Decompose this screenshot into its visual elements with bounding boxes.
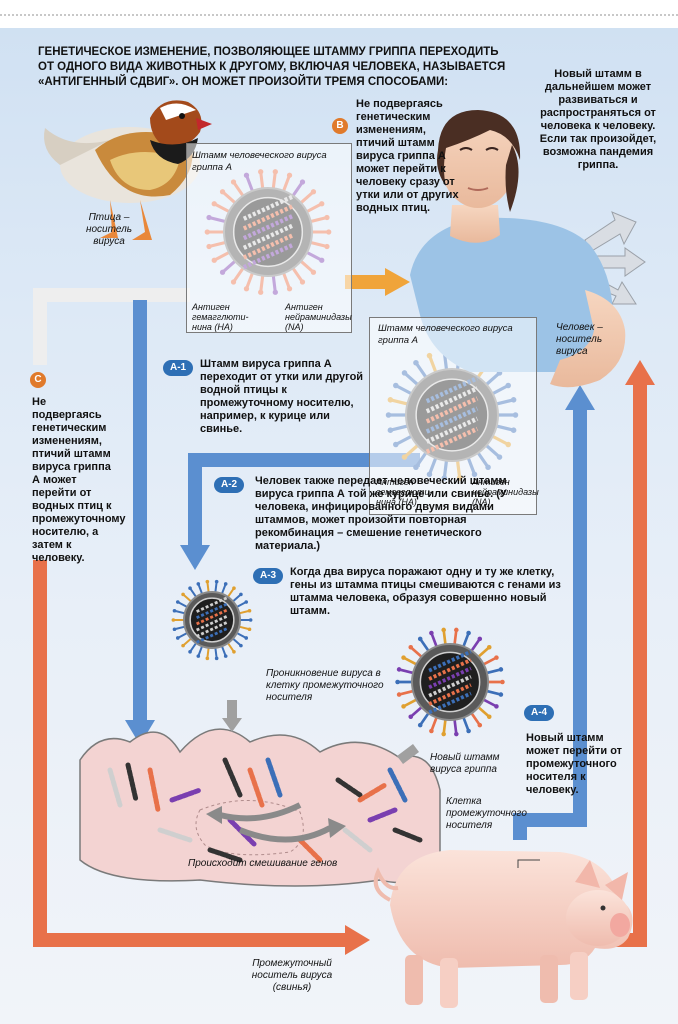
text-a3: Когда два вируса поражают одну и ту же к…	[290, 566, 561, 617]
caption-ha-mid: Антиген гемагглюти- нина (HA)	[376, 477, 433, 507]
text-b: Не подвергаясь генетическим изменениям, …	[356, 98, 459, 214]
caption-virus-top: Штамм человеческого вируса гриппа А	[192, 150, 327, 173]
badge-a1: A-1	[163, 360, 194, 376]
arrow-b-head	[385, 268, 410, 296]
arrow-a2-path	[188, 453, 420, 545]
caption-bird: Птица – носитель вируса	[85, 212, 133, 247]
caption-na-top: Антиген нейраминидазы (NA)	[285, 302, 352, 332]
arrow-a4-path	[513, 410, 587, 840]
text-a4: Новый штамм может перейти от промежуточн…	[526, 732, 623, 796]
text-a1: Штамм вируса гриппа А переходит от утки …	[200, 358, 364, 435]
arrow-pig-to-human	[600, 385, 647, 947]
mixing-arrow-right	[238, 825, 332, 843]
arrow-c-head	[345, 925, 370, 955]
arrow-a1-head	[125, 720, 155, 745]
badge-c: C	[30, 372, 46, 388]
virus-mid-box	[369, 317, 537, 515]
caption-human: Человек – носитель вируса	[556, 322, 603, 357]
virus-entering	[171, 579, 253, 661]
top-strip	[0, 0, 678, 28]
arrow-pig-to-human-head	[625, 360, 655, 385]
gene-segments	[107, 757, 423, 863]
caption-penetration: Проникновение вируса в клетку промежуточ…	[266, 668, 384, 703]
badge-a4: A-4	[524, 705, 555, 721]
arrow-a2-head	[180, 545, 210, 570]
caption-mixing: Происходит смешивание генов	[188, 858, 338, 869]
badge-a2: A-2	[214, 477, 245, 493]
text-c: Не подвергаясь генетическим изменениям, …	[32, 396, 126, 564]
virus-new	[395, 627, 505, 737]
heading: Генетическое изменение, позволяющее штам…	[38, 46, 506, 88]
caption-ha-top: Антиген гемагглюти- нина (HA)	[192, 302, 249, 332]
text-a2: Человек также передает человеческий штам…	[255, 475, 507, 552]
caption-na-mid: Антиген нейраминидазы (NA)	[472, 477, 539, 507]
arrow-c-path	[33, 288, 190, 365]
caption-new-strain: Новый штамм вируса гриппа	[430, 752, 500, 775]
badge-b: B	[332, 118, 348, 134]
duck-illustration	[44, 100, 212, 240]
pig-illustration	[373, 850, 633, 1008]
text-pandemic: Новый штамм в дальнейшем может развивать…	[539, 68, 657, 171]
mixing-arrow-left	[219, 802, 302, 822]
virus-top-box	[186, 143, 352, 333]
arrow-c-long	[33, 560, 345, 947]
caption-cell: Клетка промежуточного носителя	[446, 796, 527, 831]
badge-a3: A-3	[253, 568, 284, 584]
caption-pig: Промежуточный носитель вируса (свинья)	[251, 958, 333, 993]
caption-virus-mid: Штамм человеческого вируса гриппа А	[378, 323, 513, 346]
arrow-a4-head	[565, 385, 595, 410]
